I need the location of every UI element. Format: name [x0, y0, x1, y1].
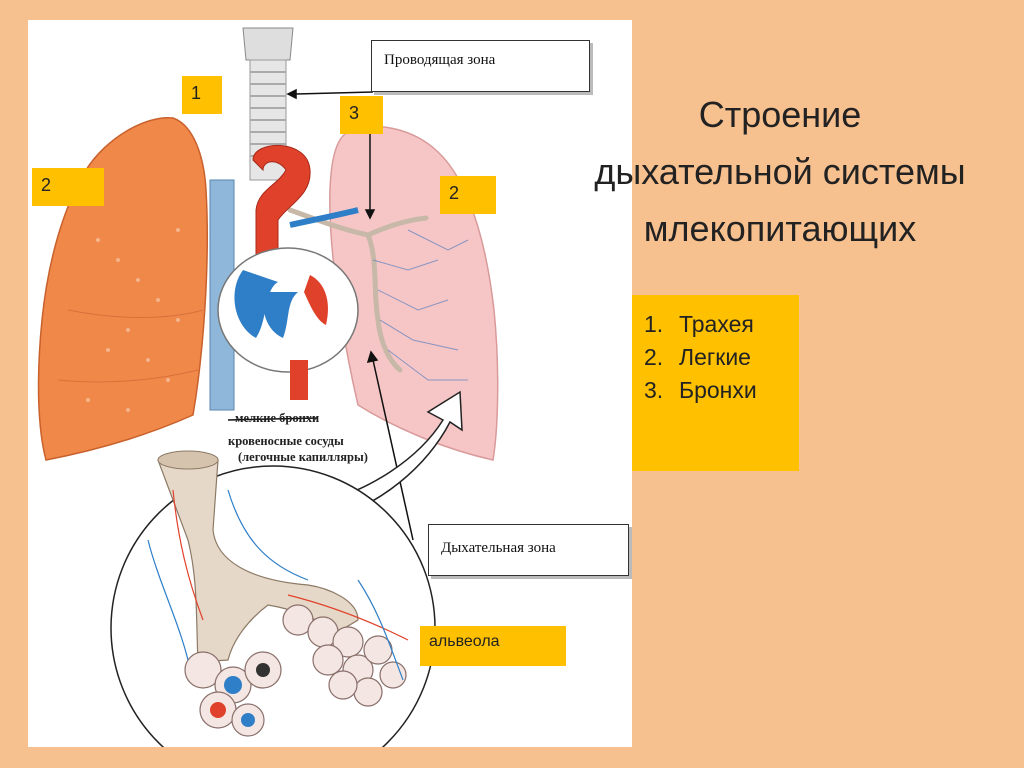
- tag-bronchi: 3: [340, 96, 383, 134]
- bronchial-branches: [372, 229, 469, 381]
- left-lung-texture: [86, 228, 180, 412]
- legend-number: 2.: [644, 344, 664, 370]
- capillaries: [147, 489, 409, 681]
- bronchial-tree: [287, 207, 429, 373]
- figure-panel: 1 2 3 2 альвеола Проводящая зона Дыхател…: [28, 20, 632, 747]
- legend-number: 3.: [644, 377, 664, 403]
- tag-trachea: 1: [182, 76, 222, 114]
- title-line: млекопитающих: [643, 208, 917, 249]
- legend-item: 3. Бронхи: [644, 374, 757, 407]
- alveolar-sacs: [184, 604, 407, 737]
- legend-number: 1.: [644, 311, 664, 337]
- tag-lung-left: 2: [32, 168, 104, 206]
- slide-title: Строение дыхательной системы млекопитающ…: [540, 86, 1020, 257]
- legend-box: 1. Трахея 2. Легкие 3. Бронхи: [632, 295, 799, 471]
- title-line: дыхательной системы: [594, 151, 966, 192]
- tag-lung-right: 2: [440, 176, 496, 214]
- legend-item: 1. Трахея: [644, 308, 757, 341]
- respiratory-zone-box: Дыхательная зона: [428, 524, 629, 576]
- legend-label: Легкие: [679, 344, 751, 370]
- caption-small-bronchi: мелкие бронхи: [235, 411, 320, 425]
- legend-item: 2. Легкие: [644, 341, 757, 374]
- conducting-zone-box: Проводящая зона: [371, 40, 590, 92]
- legend-label: Трахея: [679, 311, 754, 337]
- tag-alveolus: альвеола: [420, 626, 566, 666]
- respiratory-system-illustration: [37, 27, 499, 747]
- caption-blood-vessels: кровеносные сосуды: [228, 434, 344, 448]
- title-line: Строение: [698, 94, 862, 135]
- aorta: [252, 144, 311, 281]
- legend-label: Бронхи: [679, 377, 757, 403]
- legend-list: 1. Трахея 2. Легкие 3. Бронхи: [644, 308, 757, 407]
- caption-capillaries: (легочные капилляры): [238, 450, 368, 464]
- alveolus-cross-sections: [210, 663, 270, 727]
